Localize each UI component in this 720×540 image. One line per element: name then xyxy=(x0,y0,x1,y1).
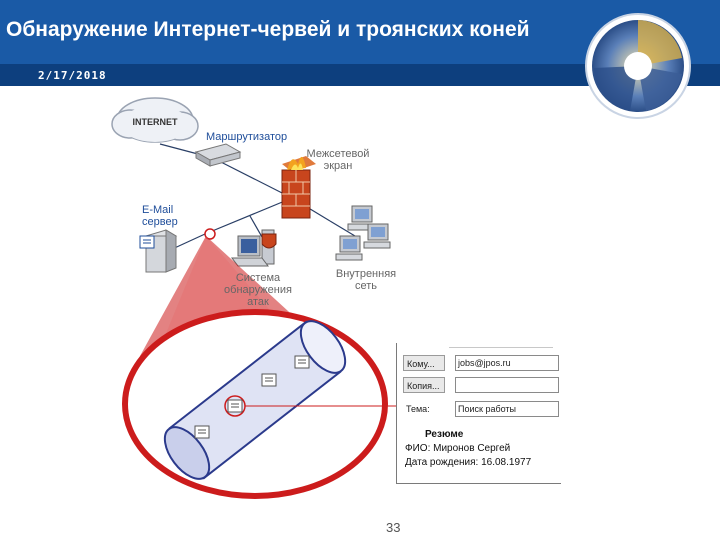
resume-title: Резюме xyxy=(425,429,464,440)
network-diagram: INTERNET xyxy=(111,97,396,499)
email-packet-icon xyxy=(194,355,310,439)
mail-server-icon xyxy=(139,229,178,273)
firewall-icon xyxy=(281,156,316,219)
resume-name-line: ФИО: Миронов Сергей xyxy=(405,443,511,454)
to-field[interactable]: jobs@jpos.ru xyxy=(455,355,559,371)
copy-button[interactable]: Копия... xyxy=(403,377,445,393)
page-number: 33 xyxy=(386,520,401,535)
form-divider xyxy=(449,347,553,348)
ids-label: Система обнаружения атак xyxy=(224,272,292,308)
slide-date: 2/17/2018 xyxy=(38,69,107,82)
internal-network-label: Внутренняя сеть xyxy=(335,268,397,292)
copy-field[interactable] xyxy=(455,377,559,393)
email-form: Кому... jobs@jpos.ru Копия... Тема: Поис… xyxy=(396,343,561,484)
ids-workstation-icon xyxy=(204,228,277,267)
mail-server-label: E-Mail сервер xyxy=(142,204,178,228)
slide-title: Обнаружение Интернет-червей и троянских … xyxy=(6,18,530,41)
firewall-label: Межсетевой экран xyxy=(306,148,370,172)
router-label: Маршрутизатор xyxy=(206,131,288,143)
router-icon xyxy=(194,143,242,167)
internet-label: INTERNET xyxy=(133,117,179,127)
subject-field[interactable]: Поиск работы xyxy=(455,401,559,417)
date-bar xyxy=(0,64,720,86)
subject-label: Тема: xyxy=(406,404,430,414)
internet-cloud-icon: INTERNET xyxy=(111,97,199,143)
to-button[interactable]: Кому... xyxy=(403,355,445,371)
resume-birthdate-line: Дата рождения: 16.08.1977 xyxy=(405,457,532,468)
internal-network-icon xyxy=(335,205,391,261)
decorative-logo xyxy=(585,13,691,119)
